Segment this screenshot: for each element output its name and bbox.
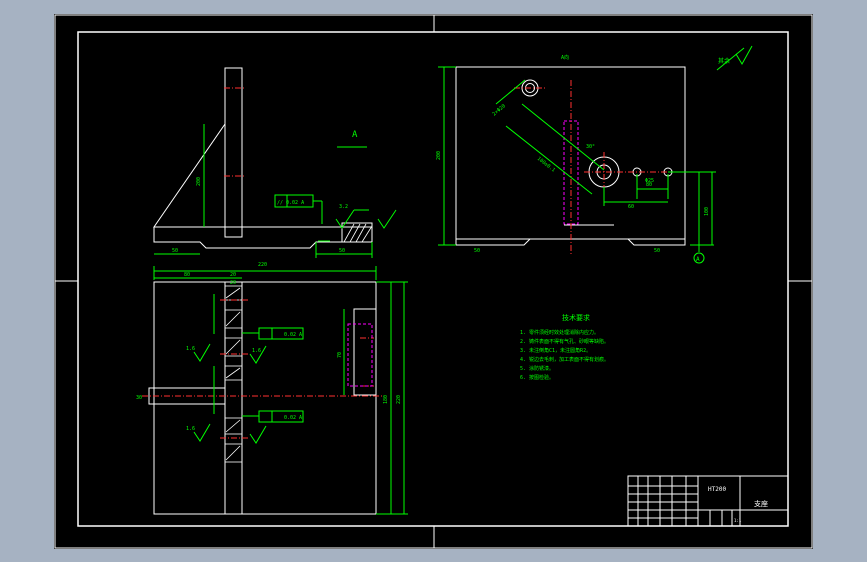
view-arrow-label: A向: [561, 54, 569, 61]
dim-right-height: 200: [436, 151, 442, 160]
title-material: HT200: [708, 486, 726, 493]
note-4: 4. 锐边去毛刺，加工表面不得有划痕。: [520, 356, 609, 363]
tolerance-flat-1: 0.02 A: [284, 332, 302, 338]
top-view-hidden: [347, 323, 373, 387]
top-view-centerlines: [142, 299, 382, 439]
note-5: 5. 涂防锈漆。: [520, 365, 554, 372]
title-block: [627, 475, 789, 527]
view-title: A: [352, 130, 358, 140]
front-view: [153, 67, 373, 249]
dim-bottom-right: 180: [383, 395, 389, 404]
dim-top-base-right: 50: [339, 248, 345, 254]
top-view: [148, 281, 377, 515]
dim-bottom-seg-1: 80: [184, 272, 190, 278]
rest-roughness-label: 其余: [718, 57, 730, 65]
dim-bottom-seg-3: 20: [230, 280, 236, 286]
dim-right-slant-2: 100±0.1: [536, 156, 556, 174]
side-view-centerlines: [514, 80, 681, 254]
note-2: 2. 铸件表面不得有气孔、砂眼等缺陷。: [520, 338, 609, 345]
dim-right-base-2: 50: [654, 248, 660, 254]
front-view-centerlines: [224, 87, 246, 177]
tolerance-parallel: // 0.02 A: [277, 200, 304, 206]
dim-right-bottom-2: 80: [646, 182, 652, 188]
note-3: 3. 未注倒角C1，未注圆角R2。: [520, 347, 591, 354]
dim-left-extension: 30: [136, 395, 142, 401]
note-1: 1. 零件须经时效处理消除内应力。: [520, 329, 599, 336]
note-6: 6. 按图检验。: [520, 374, 554, 381]
dim-bottom-height: 220: [396, 395, 402, 404]
drawing-canvas[interactable]: A 200 50 50 // 0.02 A 3.2: [54, 14, 813, 549]
drawing-title: 支座: [754, 499, 768, 508]
top-view-dims: [153, 266, 408, 515]
side-view-dims: [438, 45, 753, 264]
technical-notes: 技术要求 1. 零件须经时效处理消除内应力。 2. 铸件表面不得有气孔、砂眼等缺…: [520, 313, 609, 381]
roughness-label-2: 1.6: [186, 426, 195, 432]
sheet-frame: [54, 14, 813, 549]
roughness-label-4: 3.2: [339, 204, 348, 210]
dim-right-slant-1: 2×Φ20: [491, 103, 506, 117]
drawing-sheet[interactable]: A 200 50 50 // 0.02 A 3.2: [54, 14, 813, 549]
notes-heading: 技术要求: [562, 313, 590, 322]
dim-top-base-left: 50: [172, 248, 178, 254]
dim-right-side-1: 100: [704, 207, 710, 216]
dim-bottom-overall: 220: [258, 262, 267, 268]
dim-right-hole: Φ25: [645, 178, 654, 184]
section-label: A: [337, 130, 367, 148]
top-view-hatch: [224, 285, 243, 463]
front-view-dims: [154, 124, 397, 258]
dim-right-bottom-1: 60: [628, 204, 634, 210]
dim-top-height: 200: [196, 177, 202, 186]
dim-right-base-1: 50: [474, 248, 480, 254]
title-scale: 1:1: [734, 518, 742, 523]
dim-bottom-seg-2: 20: [230, 272, 236, 278]
dim-angle: 30°: [586, 144, 595, 150]
roughness-label-1: 1.6: [186, 346, 195, 352]
tolerance-flat-2: 0.02 A: [284, 415, 302, 421]
datum-label: A: [696, 256, 700, 263]
dim-bottom-slot: 70: [337, 352, 343, 358]
roughness-label-3: 1.6: [252, 348, 261, 354]
